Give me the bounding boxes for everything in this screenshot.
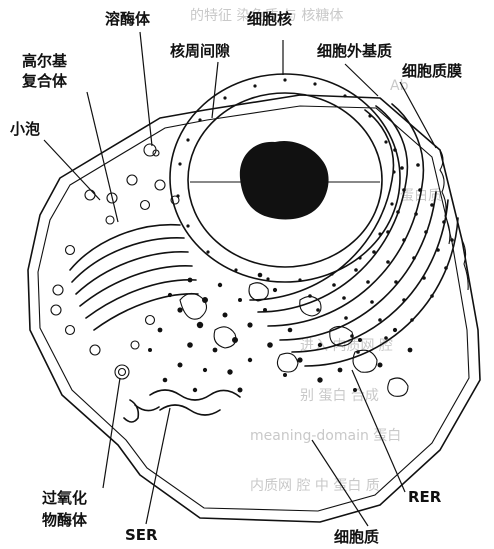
- label-plasma-membrane: 细胞质膜: [402, 62, 462, 80]
- label-golgi-line1: 高尔基: [22, 52, 68, 70]
- membrane-indent: [124, 400, 138, 422]
- membrane-texture: [440, 150, 468, 290]
- cytoplasm-granules: [148, 273, 412, 393]
- label-ser: SER: [125, 526, 158, 544]
- label-vesicle: 小泡: [10, 120, 40, 138]
- vesicles: [51, 144, 179, 379]
- label-cytoplasm: 细胞质: [334, 528, 379, 546]
- label-peroxisome-line1: 过氧化: [42, 489, 87, 507]
- nucleolus: [240, 141, 329, 220]
- svg-text:内质网 腔 中 蛋白 质: 内质网 腔 中 蛋白 质: [250, 478, 380, 494]
- label-peroxisome-line2: 物酶体: [42, 511, 88, 529]
- svg-text:别 蛋白 合成: 别 蛋白 合成: [300, 388, 379, 404]
- label-golgi-line2: 复合体: [21, 72, 68, 90]
- nucleus: [170, 74, 400, 282]
- golgi-complex: [70, 225, 198, 330]
- label-perinuclear-space: 核周间隙: [170, 42, 230, 60]
- label-rer: RER: [408, 488, 442, 506]
- label-lysosome: 溶酶体: [105, 10, 151, 28]
- label-ecm: 细胞外基质: [317, 42, 392, 60]
- smooth-endoplasmic-reticulum: [135, 390, 240, 415]
- label-nucleus: 细胞核: [247, 10, 292, 28]
